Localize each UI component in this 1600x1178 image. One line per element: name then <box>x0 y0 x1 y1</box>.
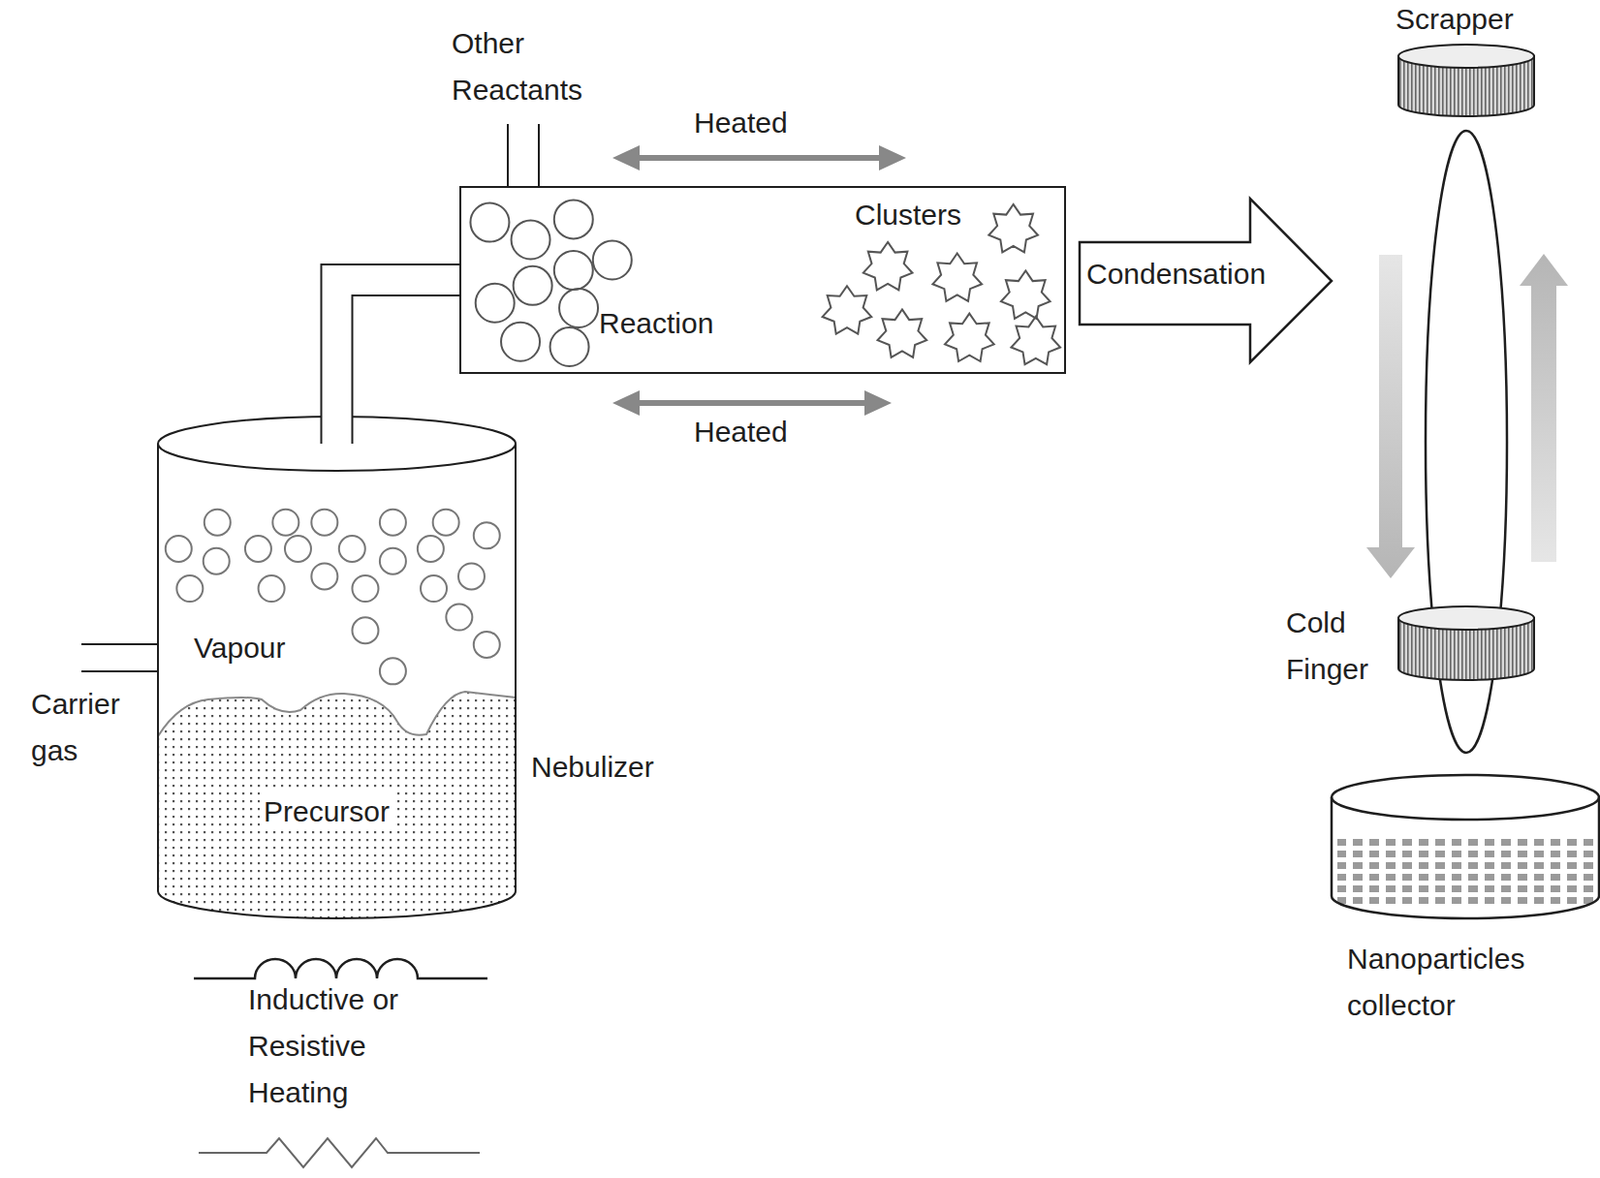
vapour-molecule <box>473 522 501 549</box>
vapour-molecule <box>165 535 192 563</box>
vapour-molecule <box>311 509 338 536</box>
reactant-molecule <box>550 327 590 367</box>
vapour-molecule <box>379 509 407 536</box>
vapour-molecule <box>176 575 203 602</box>
reactant-molecules <box>470 199 631 367</box>
reactant-molecule <box>513 266 553 306</box>
reactant-molecule <box>554 199 594 239</box>
vapour-molecule <box>284 535 312 563</box>
inlet-label: Other Reactants <box>451 20 627 114</box>
condensation-arrow: Condensation <box>1079 198 1332 363</box>
flow-arrow-up <box>1519 253 1569 563</box>
reactant-molecule <box>593 241 632 281</box>
reaction-tube: Reaction Clusters <box>459 186 1067 375</box>
cluster-star <box>1010 316 1061 365</box>
cluster-star <box>863 242 913 290</box>
scrapper-ring <box>1398 44 1535 117</box>
carrier-gas-pipe <box>81 644 158 672</box>
vapour-molecule <box>417 535 444 563</box>
reactant-molecule <box>554 250 594 290</box>
cluster-star <box>822 285 873 334</box>
vapour-molecule <box>245 535 272 563</box>
flow-arrow-down <box>1366 254 1415 579</box>
vapour-molecule <box>473 631 501 659</box>
node-text: Clusters <box>854 195 962 235</box>
cluster-star <box>1001 270 1051 318</box>
heated-label: Heated <box>693 412 788 452</box>
vapour-molecules <box>165 509 501 686</box>
induction-coil <box>193 959 488 979</box>
vapour-molecule <box>379 658 407 685</box>
vapour-molecule <box>445 604 472 631</box>
vapour-molecule <box>458 563 485 590</box>
node-text: Vapour <box>193 628 286 668</box>
condensation-arrow <box>1079 198 1332 363</box>
vapour-molecule <box>351 575 378 602</box>
heated-label: Heated <box>693 103 788 143</box>
node-text: Cold Finger <box>1286 599 1393 693</box>
collector-dish <box>1331 775 1600 919</box>
reactant-inlet-pipe <box>507 124 539 187</box>
vapour-molecule <box>203 548 230 575</box>
node-text: Precursor <box>259 792 394 832</box>
cold-finger-ring <box>1398 606 1535 681</box>
node-text: Nanoparticles collector <box>1347 936 1595 1030</box>
node-text: Nebulizer <box>531 748 655 787</box>
vapour-molecule <box>339 535 366 563</box>
nanoparticles-collector: Nanoparticles collector <box>1331 775 1600 1028</box>
vapour-molecule <box>379 548 407 575</box>
cluster-star <box>944 313 995 362</box>
vapour-molecule <box>204 509 231 536</box>
node-text: Scrapper <box>1395 0 1514 39</box>
nebulizer-vessel <box>157 416 516 919</box>
vapour-molecule <box>420 575 447 602</box>
reactant-molecule <box>470 203 509 243</box>
vapour-molecule <box>311 563 338 590</box>
nebulizer-vessel: VapourPrecursorNebulizer <box>157 416 516 921</box>
reactant-molecule <box>511 219 551 259</box>
reactant-molecule <box>559 288 598 328</box>
node-text: Condensation <box>1086 254 1266 294</box>
vapour-molecule <box>351 617 378 644</box>
vapour-molecule <box>433 509 460 536</box>
cluster-star <box>932 253 982 302</box>
resistor-symbol <box>198 1138 480 1168</box>
heating-label: Inductive or Resistive Heating <box>248 976 457 1117</box>
cluster-star <box>878 309 928 357</box>
cluster-star <box>988 204 1038 253</box>
reactant-molecule <box>501 322 540 362</box>
scrapper: Scrapper <box>1385 0 1551 122</box>
cold-finger: Cold Finger <box>1279 596 1546 689</box>
node-text: Reaction <box>598 304 714 344</box>
vapour-molecule <box>272 509 299 536</box>
inlet-label: Carrier gas <box>31 681 153 775</box>
reactant-molecule <box>475 283 515 323</box>
vapour-molecule <box>258 575 285 602</box>
pipe-connector <box>337 280 462 444</box>
